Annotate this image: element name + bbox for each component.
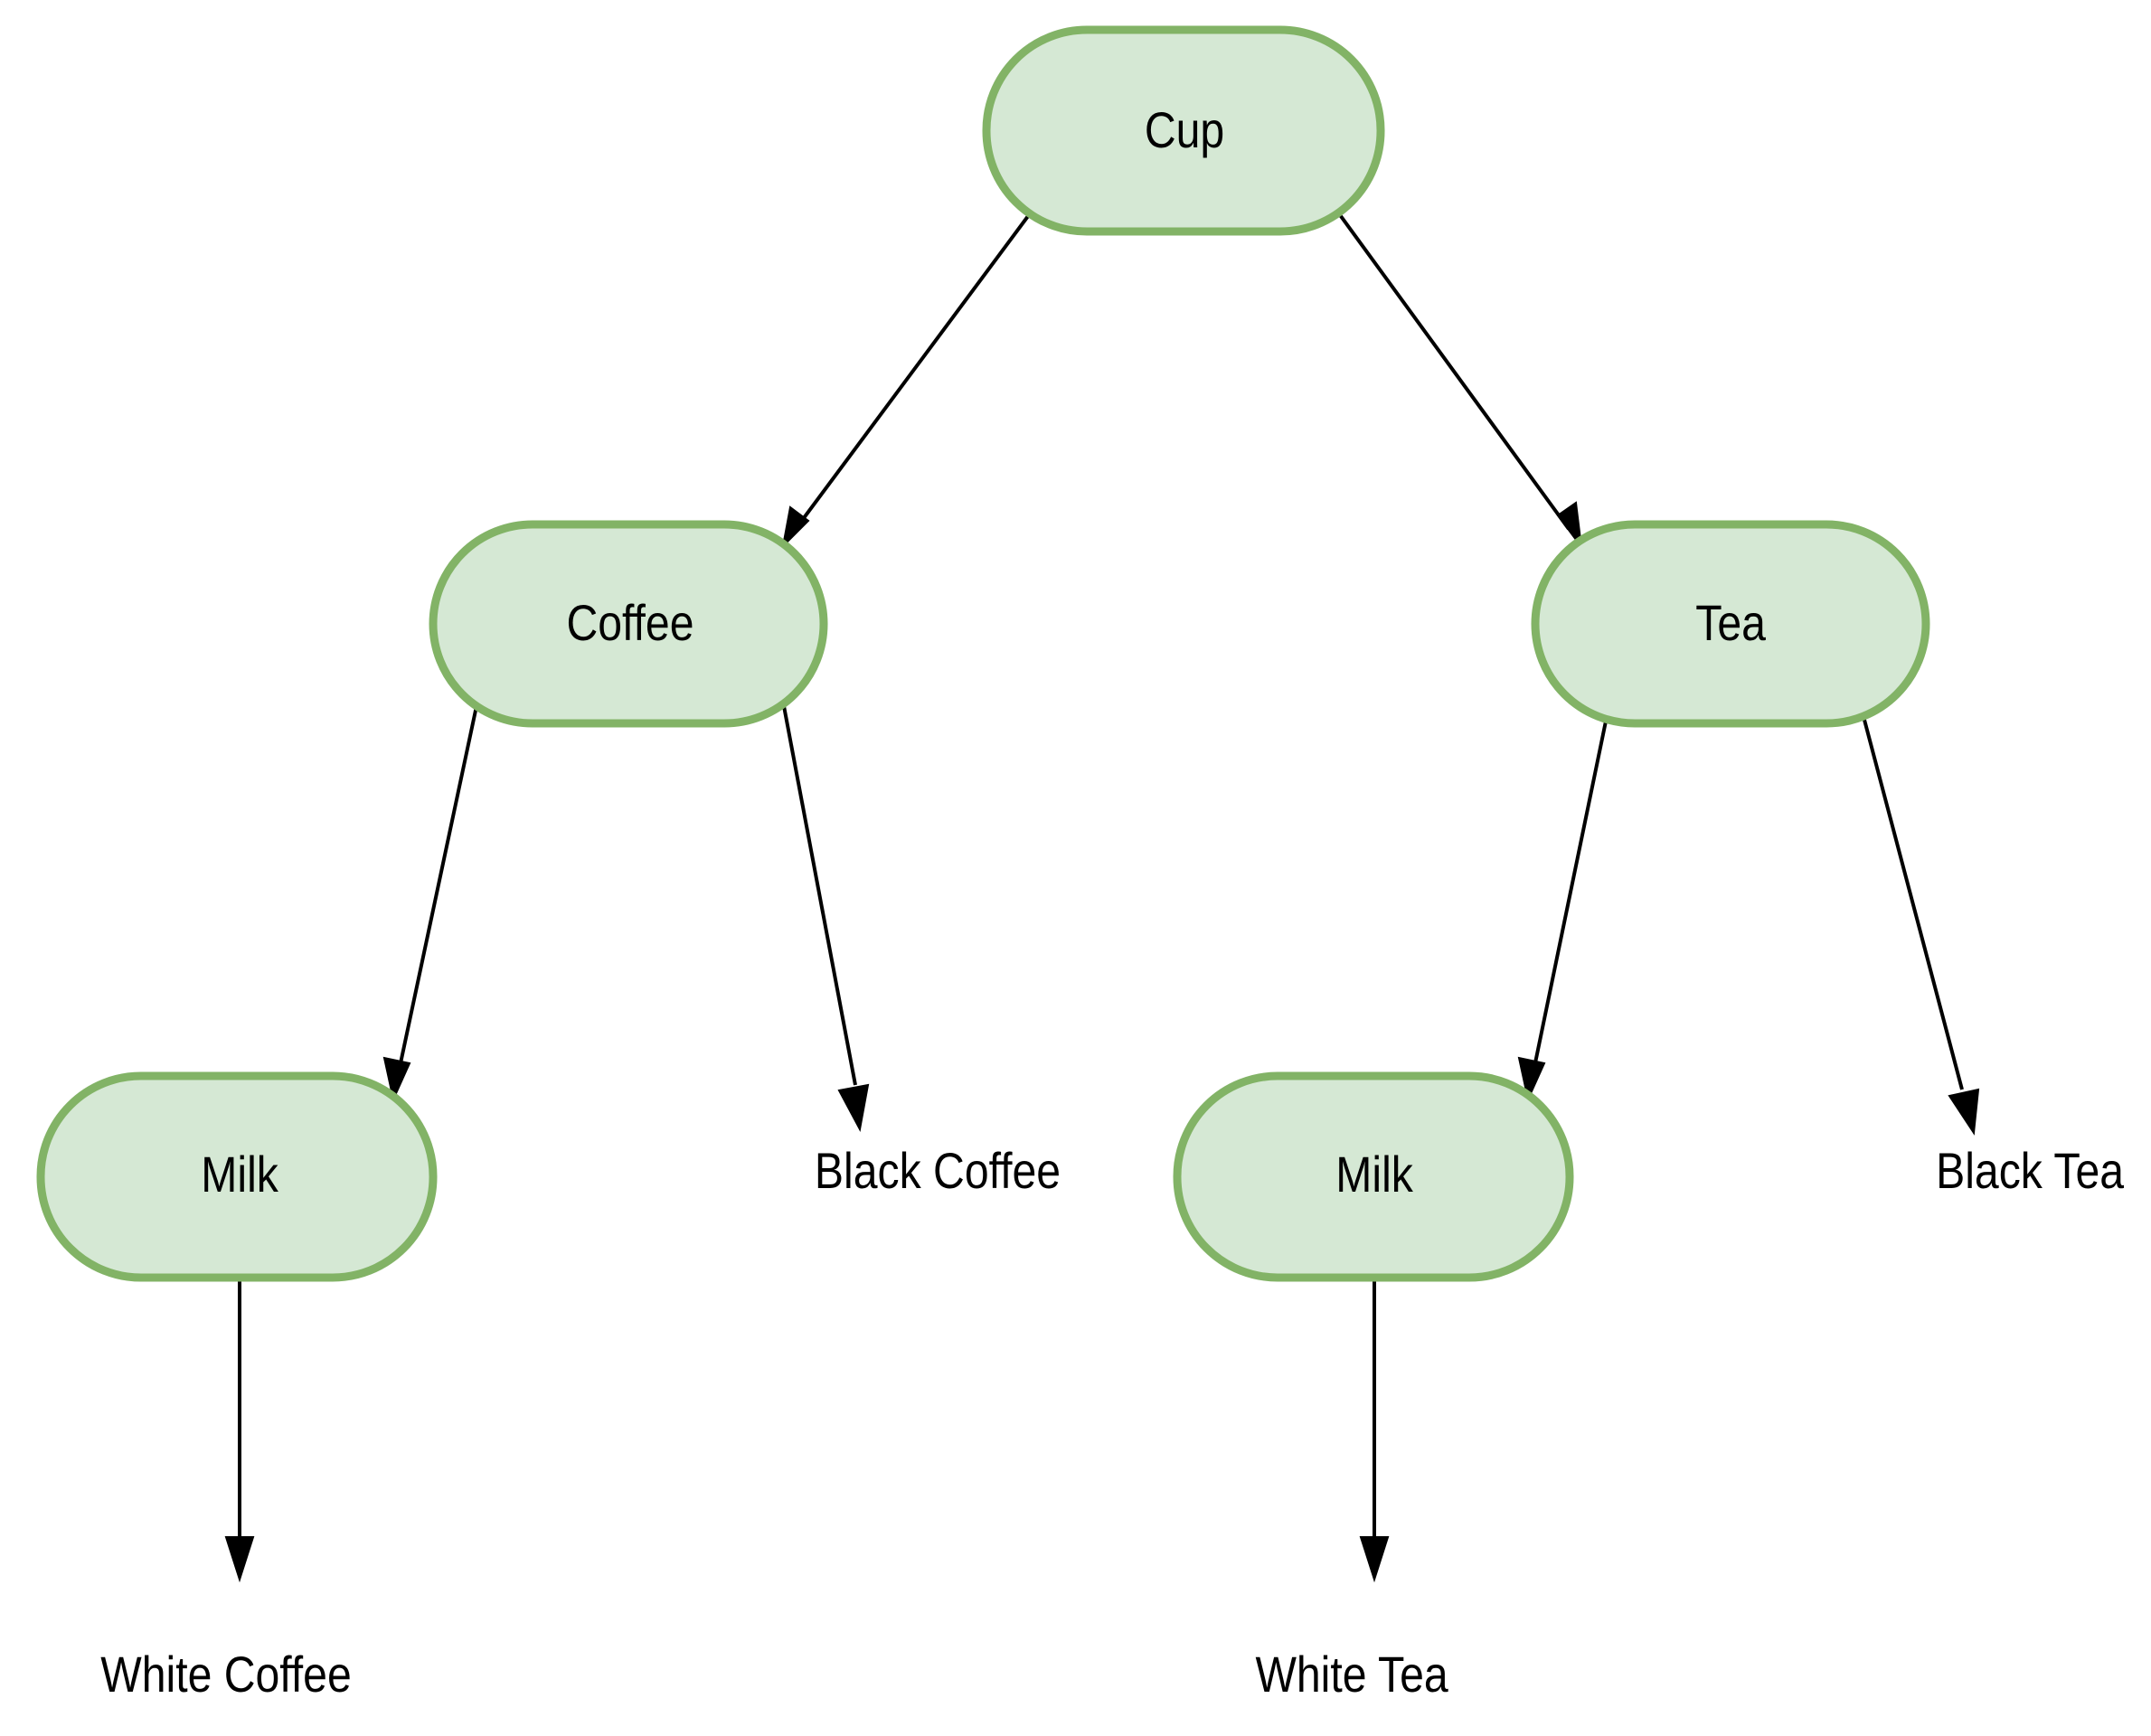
node-cup: Cup xyxy=(982,25,1385,236)
leaf-black-tea-label: Black Tea xyxy=(1936,1144,2125,1200)
node-tea: Tea xyxy=(1531,520,1930,728)
node-milk-tea-label: Milk xyxy=(1335,1147,1413,1203)
edge-coffee-milk xyxy=(382,705,478,1103)
node-milk-coffee: Milk xyxy=(36,1071,438,1282)
node-tea-label: Tea xyxy=(1695,596,1767,652)
edge-milk-white-tea xyxy=(1359,1278,1390,1583)
edge-cup-tea xyxy=(1336,211,1583,551)
node-milk-coffee-label: Milk xyxy=(201,1147,278,1203)
node-coffee: Coffee xyxy=(429,520,828,728)
edge-cup-coffee xyxy=(781,211,1033,549)
leaf-white-coffee-label: White Coffee xyxy=(100,1647,351,1703)
edge-milk-white-coffee xyxy=(224,1278,255,1583)
leaf-black-coffee-label: Black Coffee xyxy=(815,1144,1061,1200)
node-milk-tea: Milk xyxy=(1173,1071,1574,1282)
node-coffee-label: Coffee xyxy=(566,596,693,652)
edge-tea-black-tea xyxy=(1859,705,1980,1136)
node-cup-label: Cup xyxy=(1145,103,1224,159)
edge-coffee-black-coffee xyxy=(782,705,870,1132)
leaf-white-tea-label: White Tea xyxy=(1255,1647,1448,1703)
edge-tea-milk xyxy=(1517,712,1609,1103)
